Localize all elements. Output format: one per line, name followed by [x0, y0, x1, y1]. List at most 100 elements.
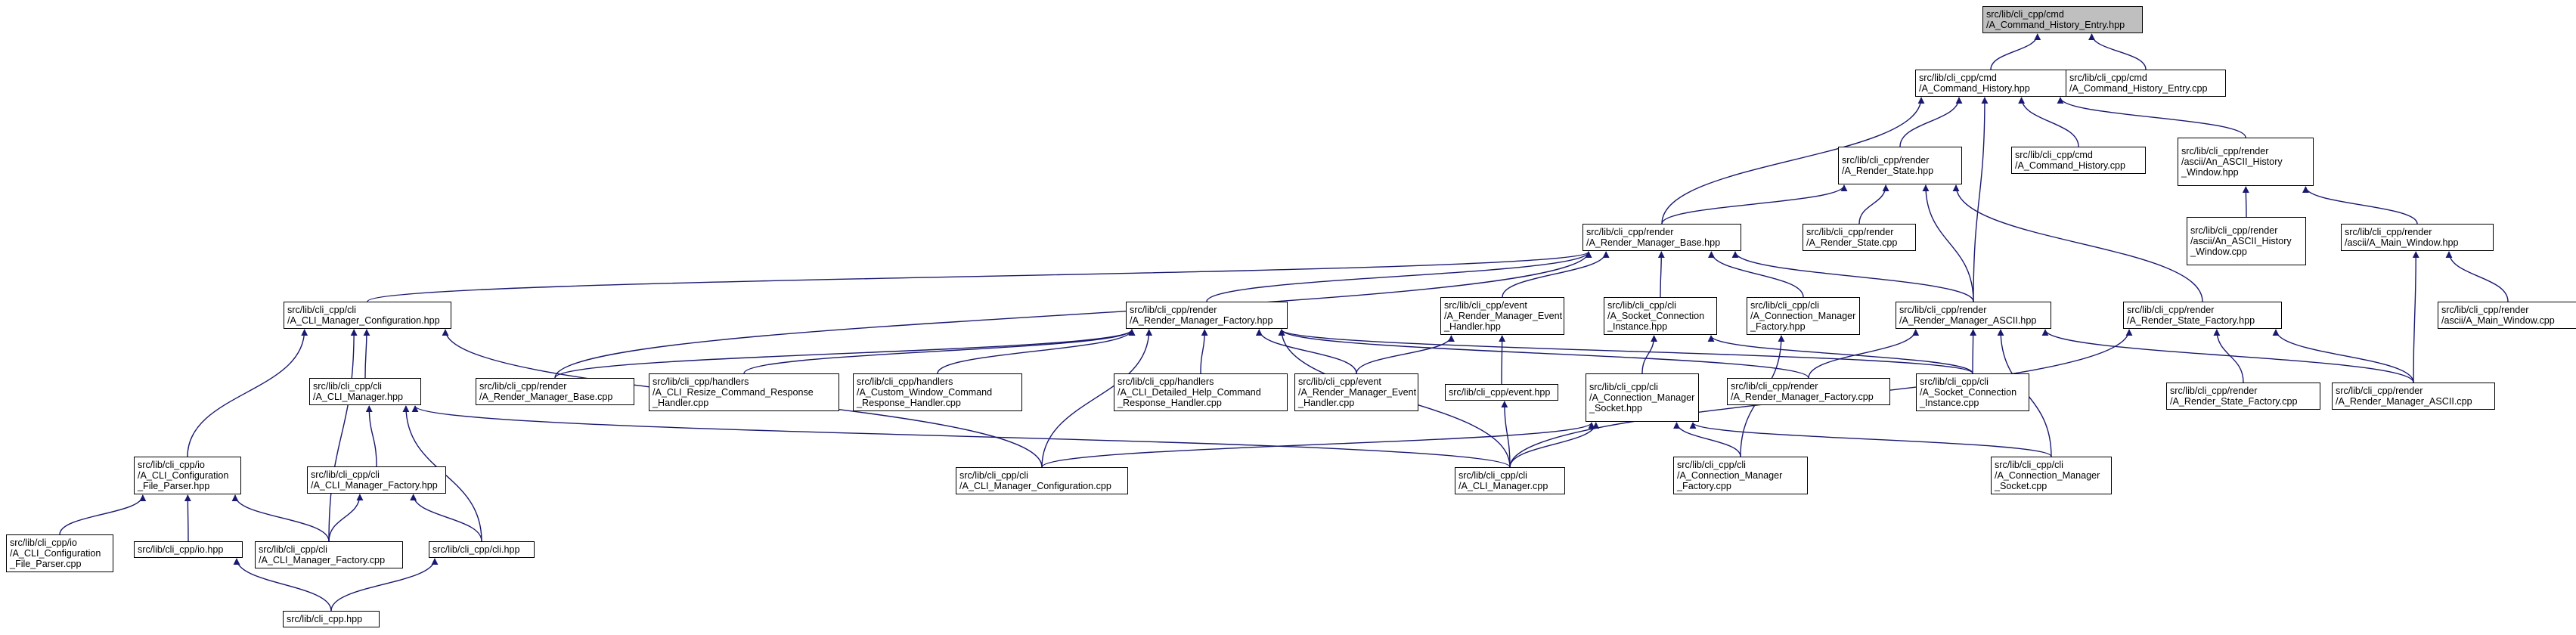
edge-cmd-hist-cpp-to-cmd-hist-hpp — [2018, 97, 2079, 147]
edge-rm-factory-hpp-to-rm-base-hpp — [1206, 251, 1592, 302]
file-node-label-line: _Socket.cpp — [1995, 481, 2047, 491]
edge-cli-mgr-cpp-to-event-hpp — [1501, 401, 1511, 468]
file-node-rm-base-hpp[interactable]: src/lib/cli_cpp/render/A_Render_Manager_… — [1582, 224, 1741, 251]
file-node-label-line: src/lib/cli_cpp/cli — [1750, 300, 1819, 311]
edge-rm-base-hpp-to-cmd-hist-hpp — [1661, 97, 1925, 225]
edge-rm-base-hpp-to-render-state-hpp — [1661, 184, 1848, 225]
file-node-cli-mgr-factory-cpp[interactable]: src/lib/cli_cpp/cli/A_CLI_Manager_Factor… — [255, 541, 403, 568]
file-node-label-line: /A_Render_Manager_Event — [1298, 387, 1417, 398]
file-node-label-line: _File_Parser.cpp — [10, 559, 82, 569]
edge-cmd-entry-cpp-to-cmd-entry-hpp — [2088, 33, 2147, 70]
file-node-event-hpp[interactable]: src/lib/cli_cpp/event.hpp — [1445, 384, 1558, 401]
file-node-rm-event-handler-hpp[interactable]: src/lib/cli_cpp/event/A_Render_Manager_E… — [1440, 297, 1564, 335]
file-node-label-line: /A_Connection_Manager — [1995, 470, 2100, 481]
edge-conn-mgr-socket-cpp-to-conn-mgr-socket-hpp — [1689, 422, 2052, 457]
file-node-rs-factory-hpp[interactable]: src/lib/cli_cpp/render/A_Render_State_Fa… — [2123, 302, 2282, 329]
file-node-cfg-parser-cpp[interactable]: src/lib/cli_cpp/io/A_CLI_Configuration_F… — [6, 534, 113, 572]
file-node-label-line: /A_CLI_Manager_Configuration.cpp — [959, 481, 1111, 491]
file-node-label-line: /A_Render_State_Factory.cpp — [2170, 396, 2298, 407]
file-node-cli-mgr-factory-hpp[interactable]: src/lib/cli_cpp/cli/A_CLI_Manager_Factor… — [307, 466, 446, 494]
edge-rm-event-handler-cpp-to-rm-event-handler-hpp — [1356, 335, 1455, 374]
file-node-rm-factory-hpp[interactable]: src/lib/cli_cpp/render/A_Render_Manager_… — [1126, 302, 1288, 329]
file-node-label-line: /A_Render_Manager_ASCII.cpp — [2336, 396, 2472, 407]
file-node-label-line: src/lib/cli_cpp/render — [1899, 305, 1987, 315]
file-node-label-line: src/lib/cli_cpp/event — [1298, 376, 1381, 387]
file-node-label-line: src/lib/cli_cpp/event — [1444, 300, 1527, 311]
file-node-label-line: /A_Command_History.cpp — [2015, 160, 2126, 171]
file-node-cli-mgr-hpp[interactable]: src/lib/cli_cpp/cli/A_CLI_Manager.hpp — [309, 378, 421, 405]
file-node-socket-conn-inst-hpp[interactable]: src/lib/cli_cpp/cli/A_Socket_Connection_… — [1604, 297, 1717, 335]
file-node-custom-win-cpp[interactable]: src/lib/cli_cpp/handlers/A_Custom_Window… — [853, 373, 1022, 411]
file-node-rm-ascii-hpp[interactable]: src/lib/cli_cpp/render/A_Render_Manager_… — [1896, 302, 2051, 329]
file-node-cli-mgr-cpp[interactable]: src/lib/cli_cpp/cli/A_CLI_Manager.cpp — [1455, 467, 1565, 494]
edge-ascii-hist-win-hpp-to-cmd-hist-hpp — [2057, 97, 2246, 138]
file-node-label-line: _Handler.cpp — [1298, 398, 1355, 408]
file-node-cli-mgr-cfg-hpp[interactable]: src/lib/cli_cpp/cli/A_CLI_Manager_Config… — [284, 302, 451, 329]
file-node-label-line: src/lib/cli_cpp/cli — [1607, 300, 1676, 311]
edge-rm-ascii-hpp-to-cmd-hist-hpp — [1973, 97, 1989, 302]
file-node-label-line: src/lib/cli_cpp/render — [1806, 227, 1894, 237]
file-node-label-line: src/lib/cli_cpp/cli — [959, 470, 1028, 481]
file-node-label-line: src/lib/cli_cpp/render — [2345, 227, 2432, 237]
file-node-cmd-hist-hpp[interactable]: src/lib/cli_cpp/cmd/A_Command_History.hp… — [1915, 70, 2066, 97]
edge-socket-conn-inst-cpp-to-rm-factory-hpp — [1278, 329, 1973, 374]
edge-rs-factory-hpp-to-render-state-hpp — [1952, 184, 2203, 302]
file-node-cli-hpp[interactable]: src/lib/cli_cpp/cli.hpp — [429, 541, 535, 558]
file-node-io-hpp[interactable]: src/lib/cli_cpp/io.hpp — [134, 541, 243, 558]
file-node-cmd-hist-cpp[interactable]: src/lib/cli_cpp/cmd/A_Command_History.cp… — [2011, 147, 2146, 174]
edge-cli-mgr-cpp-to-conn-mgr-socket-hpp — [1509, 422, 1600, 468]
file-node-conn-mgr-factory-cpp[interactable]: src/lib/cli_cpp/cli/A_Connection_Manager… — [1673, 457, 1808, 494]
edge-cli-mgr-hpp-to-cli-mgr-cfg-hpp — [363, 329, 370, 379]
file-node-conn-mgr-socket-hpp[interactable]: src/lib/cli_cpp/cli/A_Connection_Manager… — [1586, 373, 1699, 422]
edge-socket-conn-inst-hpp-to-rm-base-hpp — [1657, 251, 1665, 298]
file-node-label-line: /A_CLI_Manager_Factory.hpp — [311, 480, 438, 491]
file-node-conn-mgr-factory-hpp[interactable]: src/lib/cli_cpp/cli/A_Connection_Manager… — [1747, 297, 1860, 335]
file-node-label-line: _Factory.hpp — [1750, 321, 1806, 332]
edge-custom-win-cpp-to-rm-factory-hpp — [937, 329, 1136, 374]
file-node-label-line: src/lib/cli_cpp/cmd — [1986, 9, 2064, 20]
file-node-label-line: /A_Connection_Manager — [1677, 470, 1783, 481]
file-node-cfg-parser-hpp[interactable]: src/lib/cli_cpp/io/A_CLI_Configuration_F… — [134, 457, 241, 494]
file-node-ascii-main-win-hpp[interactable]: src/lib/cli_cpp/render/ascii/A_Main_Wind… — [2341, 224, 2494, 251]
edge-cli-mgr-factory-cpp-to-cfg-parser-hpp — [231, 494, 330, 542]
file-node-label-line: /A_Render_State.cpp — [1806, 237, 1898, 248]
file-node-cli-cpp-hpp[interactable]: src/lib/cli_cpp.hpp — [283, 611, 380, 627]
file-node-label-line: /ascii/A_Main_Window.hpp — [2345, 237, 2459, 248]
file-node-ascii-main-win-cpp[interactable]: src/lib/cli_cpp/render/ascii/A_Main_Wind… — [2438, 302, 2576, 329]
file-node-rm-ascii-cpp[interactable]: src/lib/cli_cpp/render/A_Render_Manager_… — [2332, 383, 2495, 410]
file-node-rs-factory-cpp[interactable]: src/lib/cli_cpp/render/A_Render_State_Fa… — [2166, 383, 2320, 410]
file-node-cli-mgr-cfg-cpp[interactable]: src/lib/cli_cpp/cli/A_CLI_Manager_Config… — [956, 467, 1128, 494]
file-node-render-state-cpp[interactable]: src/lib/cli_cpp/render/A_Render_State.cp… — [1803, 224, 1916, 251]
file-node-detailed-help-cpp[interactable]: src/lib/cli_cpp/handlers/A_CLI_Detailed_… — [1114, 373, 1288, 411]
file-node-label-line: src/lib/cli_cpp/cli — [259, 544, 327, 555]
file-node-rm-event-handler-cpp[interactable]: src/lib/cli_cpp/event/A_Render_Manager_E… — [1294, 373, 1418, 411]
edge-rm-ascii-hpp-to-rm-base-hpp — [1731, 251, 1974, 302]
file-node-label-line: src/lib/cli_cpp/handlers — [857, 376, 953, 387]
file-node-label-line: /ascii/A_Main_Window.cpp — [2441, 315, 2555, 326]
edge-rm-ascii-cpp-to-rm-ascii-hpp — [2041, 329, 2414, 383]
file-node-label-line: /A_Connection_Manager — [1750, 311, 1856, 321]
file-node-label-line: _Socket.hpp — [1589, 403, 1643, 414]
file-node-rm-base-cpp[interactable]: src/lib/cli_cpp/render/A_Render_Manager_… — [476, 378, 634, 405]
file-node-label-line: src/lib/cli_cpp/cli — [1920, 376, 1989, 387]
file-node-ascii-hist-win-hpp[interactable]: src/lib/cli_cpp/render/ascii/An_ASCII_Hi… — [2178, 138, 2314, 186]
file-node-label-line: /A_CLI_Configuration — [138, 470, 229, 481]
file-node-label-line: _Window.cpp — [2190, 246, 2247, 257]
file-node-rm-factory-cpp[interactable]: src/lib/cli_cpp/render/A_Render_Manager_… — [1727, 378, 1890, 405]
file-node-socket-conn-inst-cpp[interactable]: src/lib/cli_cpp/cli/A_Socket_Connection_… — [1916, 373, 2029, 411]
edge-cfg-parser-cpp-to-cfg-parser-hpp — [59, 494, 147, 535]
edge-socket-conn-inst-cpp-to-socket-conn-inst-hpp — [1707, 335, 1973, 374]
edge-rm-event-handler-cpp-to-rm-factory-hpp — [1255, 329, 1357, 374]
file-node-label-line: src/lib/cli_cpp/cli — [1677, 460, 1746, 470]
edge-cli-mgr-cpp-to-cli-mgr-hpp — [411, 405, 1511, 468]
edge-cli-hpp-to-cli-mgr-factory-hpp — [410, 494, 482, 542]
file-node-conn-mgr-socket-cpp[interactable]: src/lib/cli_cpp/cli/A_Connection_Manager… — [1991, 457, 2112, 494]
file-node-resize-cmd-cpp[interactable]: src/lib/cli_cpp/handlers/A_CLI_Resize_Co… — [649, 373, 839, 411]
file-node-render-state-hpp[interactable]: src/lib/cli_cpp/render/A_Render_State.hp… — [1838, 147, 1962, 184]
file-node-cmd-entry-cpp[interactable]: src/lib/cli_cpp/cmd/A_Command_History_En… — [2066, 70, 2226, 97]
file-node-ascii-hist-win-cpp[interactable]: src/lib/cli_cpp/render/ascii/An_ASCII_Hi… — [2187, 217, 2306, 265]
edge-rm-factory-cpp-to-rm-ascii-hpp — [1808, 329, 1920, 379]
file-node-label-line: src/lib/cli_cpp/cli — [313, 381, 382, 392]
file-node-label-line: src/lib/cli_cpp/handlers — [1118, 376, 1214, 387]
file-node-label-line: _Response_Handler.cpp — [857, 398, 961, 408]
